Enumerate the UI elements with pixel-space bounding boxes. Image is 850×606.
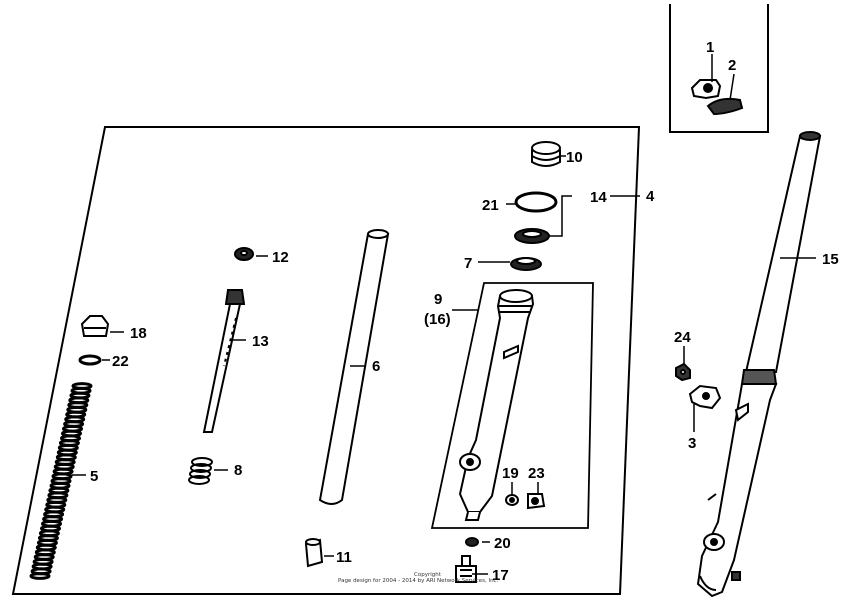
callout-3: 3 — [688, 435, 696, 452]
callout-17: 17 — [492, 567, 509, 584]
callout-18: 18 — [130, 325, 147, 342]
callout-22: 22 — [112, 353, 129, 370]
part-2-clamp — [706, 97, 744, 116]
copyright-line-2: Page design for 2004 - 2014 by ARI Netwo… — [338, 578, 499, 584]
callout-1: 1 — [706, 39, 714, 56]
part-21-ring — [514, 191, 558, 213]
callout-5: 5 — [90, 468, 98, 485]
part-6-fork-pipe — [318, 229, 390, 505]
callout-13: 13 — [252, 333, 269, 350]
part-11-piece — [304, 538, 324, 568]
part-1-clamp — [690, 79, 722, 100]
part-24-bolt — [675, 362, 691, 382]
callout-9-sub-16: (16) — [424, 311, 451, 328]
spring-coil — [29, 572, 51, 580]
part-12-nut — [234, 247, 254, 261]
part-8-spring — [188, 457, 213, 485]
callout-24: 24 — [674, 329, 691, 346]
part-5-fork-spring — [29, 382, 93, 580]
callout-6: 6 — [372, 358, 380, 375]
part-18-cap-bolt — [80, 315, 110, 337]
callout-10: 10 — [566, 149, 583, 166]
bottom-case-frame — [430, 282, 594, 529]
part-15-fork-assembly — [696, 131, 822, 598]
callout-4: 4 — [646, 188, 655, 205]
callout-19: 19 — [502, 465, 519, 482]
callout-14: 14 — [590, 189, 607, 206]
part-19-washer — [505, 494, 519, 506]
copyright-line-1: Copyright — [414, 572, 442, 578]
fork-assembly-frame — [11, 126, 641, 595]
callout-20: 20 — [494, 535, 511, 552]
callout-15: 15 — [822, 251, 839, 268]
part-17-bolt — [455, 555, 477, 583]
callout-7: 7 — [464, 255, 472, 272]
part-13-damper-rod — [202, 289, 246, 433]
part-3-clamp — [688, 384, 722, 410]
callout-23: 23 — [528, 465, 545, 482]
callout-21: 21 — [482, 197, 499, 214]
part-10-dust-seal — [531, 141, 561, 167]
callout-8: 8 — [234, 462, 242, 479]
part-7-bushing — [510, 257, 542, 271]
callout-labels: 1 2 3 4 5 6 7 8 9 (16) 10 11 12 13 14 15… — [90, 39, 839, 584]
part-9-bottom-case — [458, 289, 535, 521]
callout-12: 12 — [272, 249, 289, 266]
part-23-bolt — [527, 493, 546, 510]
part-22-o-ring — [78, 354, 102, 366]
callout-2: 2 — [728, 57, 736, 74]
callout-9: 9 — [434, 291, 442, 308]
inset-box-top-right — [669, 4, 769, 133]
part-14-oil-seal — [514, 228, 550, 244]
part-20-washer — [465, 537, 479, 547]
leader-lines — [72, 54, 816, 575]
callout-11: 11 — [336, 549, 352, 566]
